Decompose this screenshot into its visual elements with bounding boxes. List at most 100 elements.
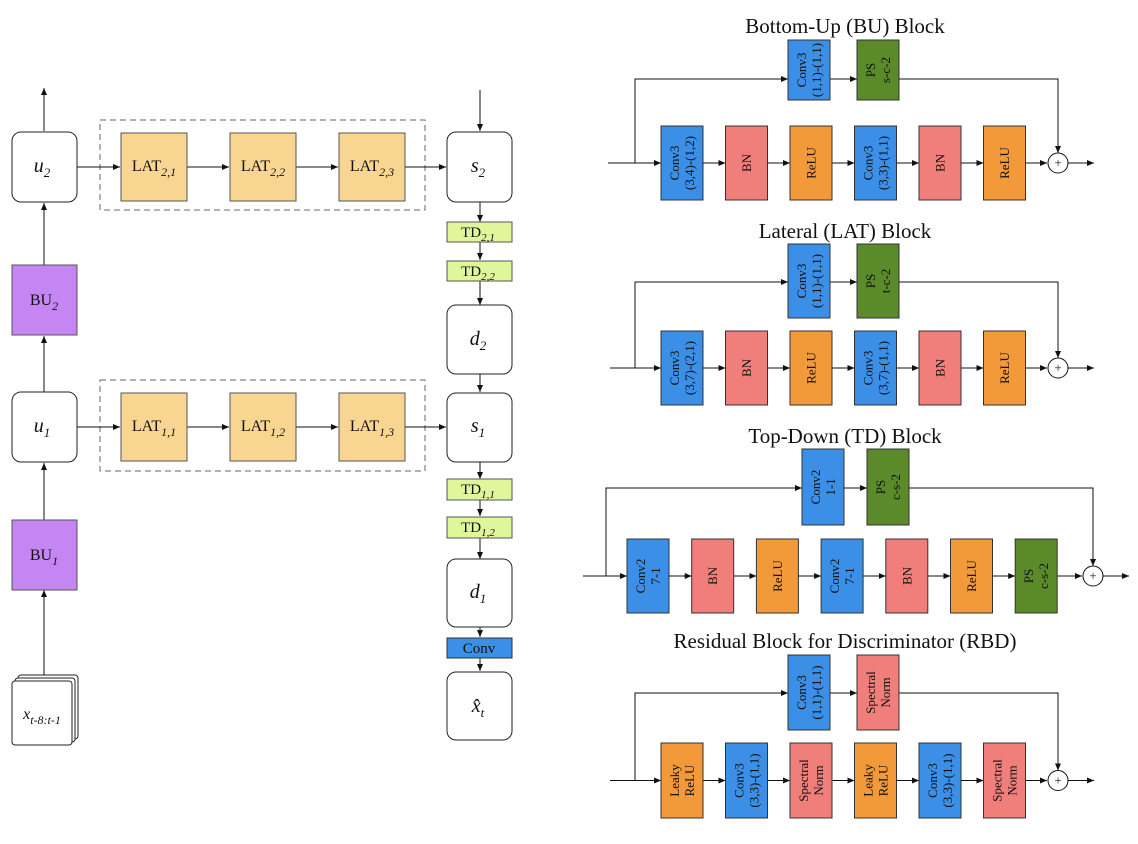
svg-text:TD1,2: TD1,2 [461,520,495,539]
rbd-block: Residual Block for Discriminator (RBD) Le… [610,629,1094,819]
svg-text:LAT2,1: LAT2,1 [132,158,176,179]
svg-text:x̂t: x̂t [471,695,485,720]
bu-skip-ps-2: PSs-c-2 [856,39,900,101]
d1-node: d1 [446,558,513,628]
s2-node: s2 [446,131,513,203]
svg-text:Conv3(3,3)-(1,1): Conv3(3,3)-(1,1) [861,136,891,190]
lat-skip-ps-2: PSt-c-2 [856,243,900,319]
input-frames: xt-8:t-1 [11,674,79,746]
lat-group-2 [99,119,426,211]
d2-node: d2 [446,304,513,375]
rbd-main-bn-3: SpectralNorm [789,742,833,819]
svg-text:Conv21-1: Conv21-1 [808,470,838,505]
svg-text:+: + [1089,568,1096,583]
svg-text:+: + [1054,155,1061,170]
bu-main-bn-5: BN [918,125,962,201]
bu-skip-conv-1: Conv3(1,1)-(1,1) [787,39,831,101]
svg-text:BN: BN [933,153,948,172]
svg-text:BN: BN [899,566,914,585]
output-node: x̂t [446,671,513,741]
svg-text:LAT1,1: LAT1,1 [132,418,176,439]
svg-text:TD2,1: TD2,1 [461,225,495,244]
td-skip-conv-1: Conv21-1 [801,448,845,526]
td-adder-icon: + [1082,565,1104,587]
svg-text:PSt-c-2: PSt-c-2 [863,269,893,294]
td-2-1-node: TD2,1 [446,221,513,244]
bu-main-bn-2: BN [725,125,768,201]
svg-text:Conv27-1: Conv27-1 [827,559,857,594]
svg-text:ReLU: ReLU [964,560,979,592]
rbd-block-title: Residual Block for Discriminator (RBD) [674,629,1017,653]
td-main-ps-7: PSc-s-2 [1014,538,1058,614]
u1-node: u1 [11,391,78,463]
bu2-node: BU2 [11,264,78,336]
svg-text:u1: u1 [34,415,51,440]
td-skip-ps-2: PSc-s-2 [866,448,910,526]
svg-text:ReLU: ReLU [804,352,819,384]
svg-text:LAT2,3: LAT2,3 [350,158,394,179]
rbd-main-relu-1: LeakyReLU [660,742,704,819]
td-main-bn-2: BN [691,538,735,614]
lat-2-1-node: LAT2,1 [120,132,188,202]
u2-node: u2 [11,131,78,203]
lat-main-relu-3: ReLU [789,330,833,406]
td-2-2-node: TD2,2 [446,260,513,283]
rbd-main-conv-5: Conv3(3,3)-(1,1) [918,742,962,819]
rbd-main-bn-6: SpectralNorm [983,742,1026,819]
svg-text:Conv3(1,1)-(1,1): Conv3(1,1)-(1,1) [794,665,824,719]
bu-block-title: Bottom-Up (BU) Block [745,14,945,38]
bu-main-conv-4: Conv3(3,3)-(1,1) [854,125,897,201]
td-1-2-node: TD1,2 [446,516,513,539]
bu-adder-icon: + [1047,152,1069,174]
svg-text:LAT2,2: LAT2,2 [241,158,285,179]
td-1-1-node: TD1,1 [446,478,513,501]
svg-text:u2: u2 [34,155,51,180]
svg-text:BU1: BU1 [30,547,58,568]
svg-text:+: + [1054,773,1061,788]
svg-text:Conv3(3,7)-(2,1): Conv3(3,7)-(2,1) [667,341,697,395]
lat-group-1 [99,379,426,472]
svg-text:BN: BN [705,566,720,585]
lat-1-1-node: LAT1,1 [120,392,188,462]
svg-text:LAT1,3: LAT1,3 [350,418,394,439]
svg-text:Conv: Conv [463,641,496,657]
td-main-relu-3: ReLU [755,538,799,614]
svg-text:SpectralNorm: SpectralNorm [796,759,826,802]
td-main-bn-5: BN [885,538,929,614]
svg-text:Conv3(1,1)-(1,1): Conv3(1,1)-(1,1) [794,254,824,308]
lat-2-2-node: LAT2,2 [229,132,297,202]
svg-text:ReLU: ReLU [804,147,819,179]
bu-main-relu-6: ReLU [983,125,1026,201]
rbd-adder-icon: + [1047,770,1069,791]
bu-main-conv-1: Conv3(3,4)-(1,2) [660,125,704,201]
svg-text:PSc-s-2: PSc-s-2 [1021,563,1051,589]
svg-text:Conv3(3,4)-(1,2): Conv3(3,4)-(1,2) [667,136,697,190]
lat-main-bn-5: BN [918,330,962,406]
lat-main-relu-6: ReLU [983,330,1026,406]
bu-main-relu-3: ReLU [789,125,833,201]
conv-node: Conv [446,637,513,659]
svg-text:s2: s2 [471,155,486,180]
svg-text:ReLU: ReLU [997,352,1012,384]
svg-text:Conv27-1: Conv27-1 [633,559,663,594]
rbd-main-conv-2: Conv3(3,3)-(1,1) [725,742,768,819]
svg-text:BN: BN [933,358,948,377]
network-overview: xt-8:t-1 BU1 BU2 u1 u2 [11,88,513,746]
td-block-title: Top-Down (TD) Block [748,424,942,448]
svg-text:Conv3(3,7)-(1,1): Conv3(3,7)-(1,1) [861,341,891,395]
lat-adder-icon: + [1047,357,1069,379]
rbd-skip-conv-1: Conv3(1,1)-(1,1) [787,654,831,731]
td-main-conv-4: Conv27-1 [820,538,864,614]
svg-text:s1: s1 [471,415,485,440]
input-label: xt-8:t-1 [22,706,61,727]
rbd-main-relu-4: LeakyReLU [854,742,897,819]
svg-text:BU2: BU2 [30,292,58,313]
lat-2-3-node: LAT2,3 [338,132,406,202]
svg-text:+: + [1054,360,1061,375]
lat-1-3-node: LAT1,3 [338,392,406,462]
svg-text:TD1,1: TD1,1 [461,482,495,501]
